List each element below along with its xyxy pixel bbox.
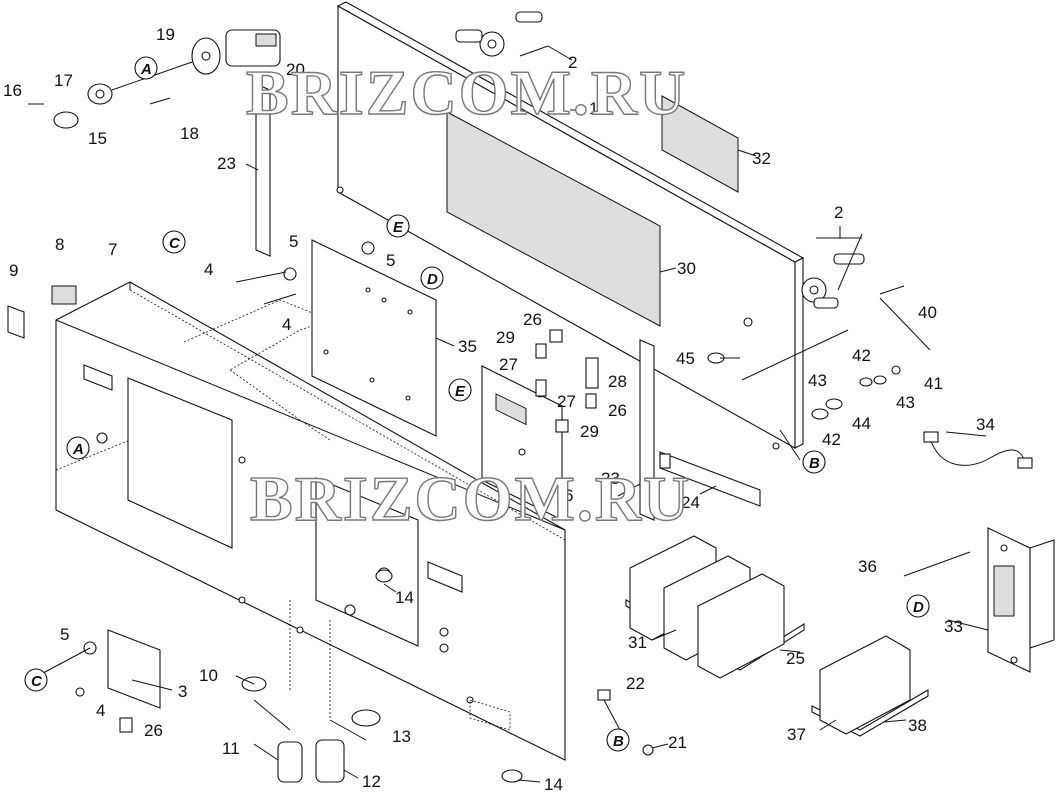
callout-38: 38 — [908, 716, 927, 735]
part-callouts: 1 2 2 3 4 4 4 5 5 5 6 7 8 9 10 11 12 13 … — [3, 25, 995, 794]
callout-12: 12 — [362, 772, 381, 791]
callout-5-b: 5 — [386, 251, 395, 270]
leader-lines — [29, 45, 989, 783]
callout-27-b: 27 — [557, 392, 576, 411]
ref-e-plate: E — [393, 219, 404, 236]
watermark-middle: BRIZCOM.RU — [250, 463, 691, 534]
callout-40: 40 — [918, 303, 937, 322]
callout-36: 36 — [858, 557, 877, 576]
callout-37: 37 — [787, 725, 806, 744]
callout-15: 15 — [88, 129, 107, 148]
lock-cylinder-right — [801, 253, 865, 309]
callout-42-b: 42 — [822, 430, 841, 449]
callout-23-left: 23 — [217, 154, 236, 173]
callout-25: 25 — [786, 649, 805, 668]
callout-43-b: 43 — [896, 393, 915, 412]
main-housing — [55, 281, 566, 761]
callout-11: 11 — [222, 739, 240, 758]
callout-4-b: 4 — [282, 315, 291, 334]
ref-b-housing: B — [613, 733, 624, 750]
callout-26-b: 26 — [608, 401, 627, 420]
callout-28: 28 — [608, 372, 627, 391]
callout-26-c: 26 — [144, 721, 163, 740]
callout-32: 32 — [752, 149, 771, 168]
callout-42-a: 42 — [852, 346, 871, 365]
watermark-top: BRIZCOM.RU — [246, 57, 687, 128]
callout-29-b: 29 — [580, 422, 599, 441]
callout-5-c: 5 — [60, 625, 69, 644]
callout-33: 33 — [944, 617, 963, 636]
ref-a-housing: A — [72, 441, 84, 458]
callout-21: 21 — [668, 733, 687, 752]
display-board — [107, 629, 161, 709]
ref-b-panel: B — [809, 455, 820, 472]
callout-31: 31 — [628, 633, 647, 652]
callout-5-a: 5 — [289, 232, 298, 251]
callout-17: 17 — [54, 71, 73, 90]
callout-41: 41 — [924, 374, 943, 393]
callout-43-a: 43 — [808, 371, 827, 390]
callout-1: 1 — [589, 99, 598, 118]
callout-30: 30 — [677, 259, 696, 278]
callout-24: 24 — [681, 493, 700, 512]
selector-switch — [28, 29, 281, 129]
callout-18: 18 — [180, 124, 199, 143]
ref-c-bottom: C — [31, 673, 43, 690]
callout-13: 13 — [392, 727, 411, 746]
callout-34: 34 — [976, 415, 995, 434]
ref-c-top: C — [169, 235, 181, 252]
housing-window-center — [315, 477, 419, 647]
callout-3: 3 — [178, 682, 187, 701]
callout-22: 22 — [626, 674, 645, 693]
reference-markers: A A B B C C D D E E — [24, 56, 930, 752]
callout-4-c: 4 — [96, 701, 105, 720]
callout-14-a: 14 — [395, 588, 414, 607]
terminal-block — [7, 305, 25, 339]
callout-35: 35 — [458, 337, 477, 356]
ribbon-cable — [929, 437, 1025, 466]
front-panel — [336, 1, 805, 450]
callout-2-right: 2 — [834, 203, 843, 222]
bracket — [659, 453, 671, 469]
callout-16: 16 — [3, 81, 22, 100]
mounting-plate — [311, 239, 437, 437]
callout-20: 20 — [286, 60, 305, 79]
callout-27-a: 27 — [499, 355, 518, 374]
callout-23-right: 23 — [601, 469, 620, 488]
callout-9: 9 — [9, 261, 18, 280]
housing-window-left — [127, 377, 233, 549]
callout-14-b: 14 — [544, 775, 563, 794]
lock-cylinder-top — [455, 11, 543, 57]
label-plate — [661, 95, 739, 193]
callout-10: 10 — [199, 666, 218, 685]
display-window — [446, 111, 661, 327]
ref-a-top: A — [140, 61, 152, 78]
callout-6: 6 — [564, 486, 573, 505]
housing-slot-right — [427, 561, 463, 593]
callout-8: 8 — [55, 235, 64, 254]
ref-e-board: E — [455, 383, 466, 400]
callout-19: 19 — [156, 25, 175, 44]
housing-slot — [83, 364, 113, 391]
callout-26-a: 26 — [523, 310, 542, 329]
right-rail — [639, 339, 655, 521]
callout-7: 7 — [108, 240, 117, 259]
callout-29-a: 29 — [496, 328, 515, 347]
ref-d-module: D — [913, 599, 924, 616]
ref-d-plate: D — [427, 271, 438, 288]
sticker — [51, 285, 77, 305]
left-rail — [255, 83, 271, 257]
callout-2-top: 2 — [568, 53, 577, 72]
callout-4-a: 4 — [204, 260, 213, 279]
callout-44: 44 — [852, 414, 871, 433]
callout-45: 45 — [676, 349, 695, 368]
